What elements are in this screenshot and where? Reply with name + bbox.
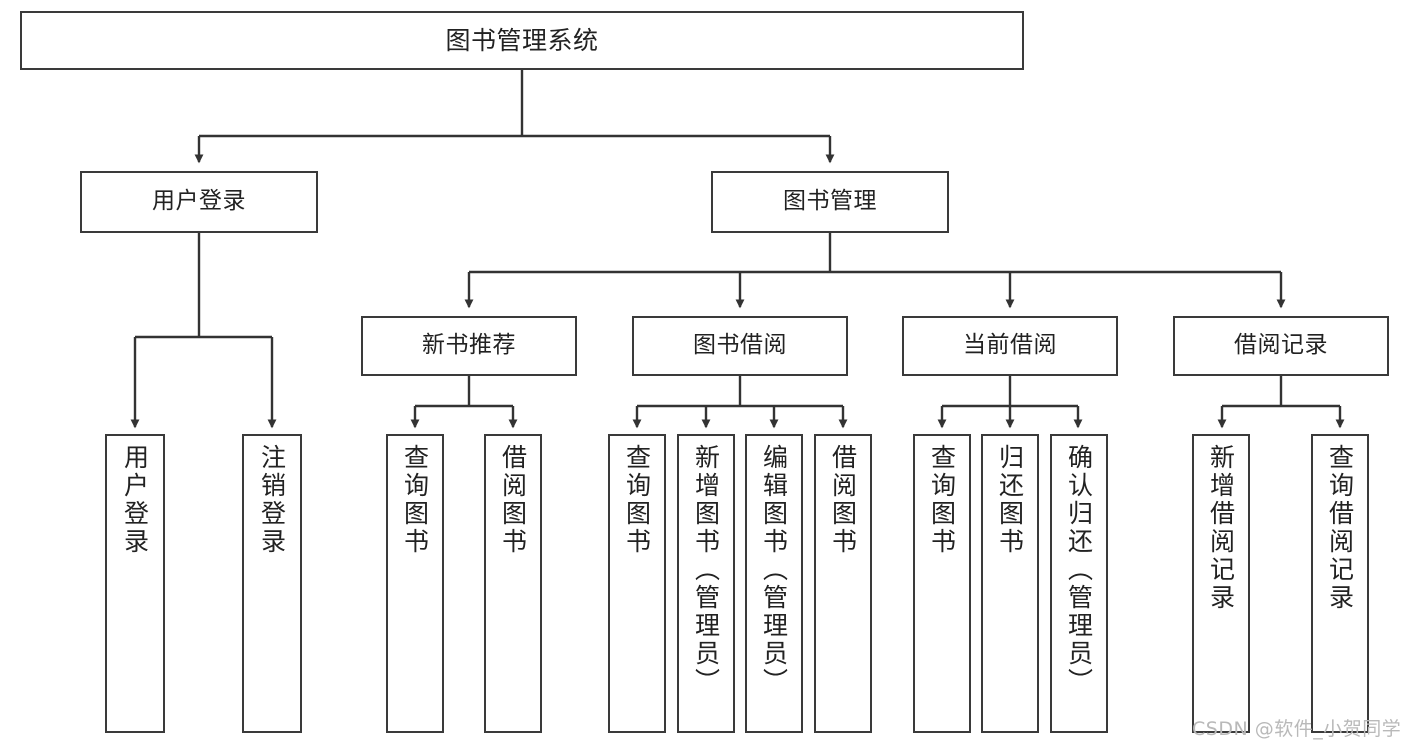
edge-bookborrow-to-leaves: [632, 376, 848, 429]
node-leaf-logout-login[interactable]: 注销登录: [242, 434, 302, 733]
node-new-book-recommend[interactable]: 新书推荐: [361, 316, 577, 376]
node-leaf-borrow-book-2[interactable]: 借阅图书: [814, 434, 872, 733]
csdn-watermark: CSDN @软件_小贺同学: [1192, 718, 1402, 740]
node-current-borrow[interactable]: 当前借阅: [902, 316, 1118, 376]
node-root-system[interactable]: 图书管理系统: [20, 11, 1024, 70]
node-label: 编辑图书（管理员）: [759, 444, 789, 696]
node-label: 用户登录: [152, 188, 246, 215]
node-leaf-return-book[interactable]: 归还图书: [981, 434, 1039, 733]
node-leaf-user-login[interactable]: 用户登录: [105, 434, 165, 733]
node-label: 图书管理: [783, 188, 877, 215]
node-label: 图书借阅: [693, 332, 787, 359]
edge-bookmgmt-to-level3: [464, 233, 1286, 309]
node-label: 查询图书: [927, 444, 957, 556]
edge-newbook-to-leaves: [410, 376, 518, 429]
edge-currentborrow-to-leaves: [937, 376, 1083, 429]
edge-userlogin-to-leaves: [130, 233, 277, 429]
node-label: 归还图书: [995, 444, 1025, 556]
node-label: 确认归还（管理员）: [1064, 444, 1094, 696]
node-label: 新增借阅记录: [1206, 444, 1236, 612]
node-leaf-query-book-1[interactable]: 查询图书: [386, 434, 444, 733]
node-leaf-confirm-return[interactable]: 确认归还（管理员）: [1050, 434, 1108, 733]
node-label: 查询图书: [622, 444, 652, 556]
node-leaf-add-book[interactable]: 新增图书（管理员）: [677, 434, 735, 733]
node-label: 用户登录: [120, 444, 150, 556]
node-user-login[interactable]: 用户登录: [80, 171, 318, 233]
node-leaf-edit-book[interactable]: 编辑图书（管理员）: [745, 434, 803, 733]
node-label: 新书推荐: [422, 332, 516, 359]
node-leaf-borrow-book-1[interactable]: 借阅图书: [484, 434, 542, 733]
node-label: 注销登录: [257, 444, 287, 556]
node-label: 当前借阅: [963, 332, 1057, 359]
node-leaf-add-borrow-record[interactable]: 新增借阅记录: [1192, 434, 1250, 733]
node-label: 图书管理系统: [445, 25, 599, 55]
node-label: 借阅图书: [498, 444, 528, 556]
node-leaf-query-book-3[interactable]: 查询图书: [913, 434, 971, 733]
edge-borrowrecord-to-leaves: [1217, 376, 1345, 429]
node-label: 查询图书: [400, 444, 430, 556]
edge-root-to-level2: [194, 70, 835, 164]
node-label: 借阅记录: [1234, 332, 1328, 359]
node-book-management[interactable]: 图书管理: [711, 171, 949, 233]
node-label: 借阅图书: [828, 444, 858, 556]
node-leaf-query-book-2[interactable]: 查询图书: [608, 434, 666, 733]
node-label: 查询借阅记录: [1325, 444, 1355, 612]
node-label: 新增图书（管理员）: [691, 444, 721, 696]
node-leaf-query-borrow-record[interactable]: 查询借阅记录: [1311, 434, 1369, 733]
node-book-borrow[interactable]: 图书借阅: [632, 316, 848, 376]
node-borrow-record[interactable]: 借阅记录: [1173, 316, 1389, 376]
